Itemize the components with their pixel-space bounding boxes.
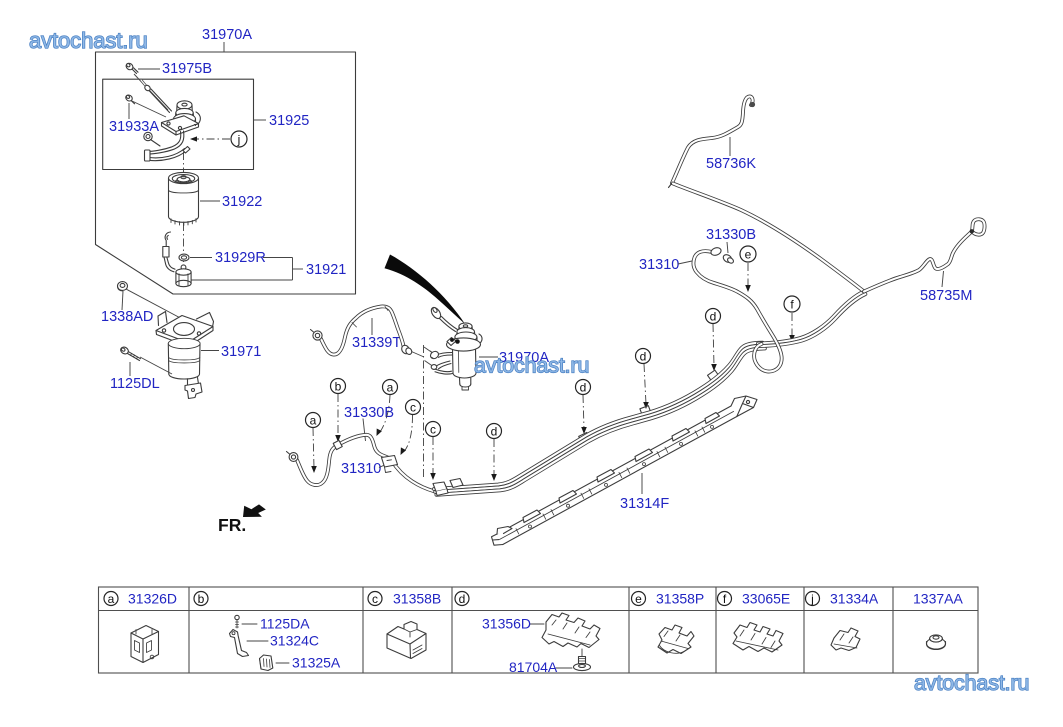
svg-text:d: d — [491, 425, 498, 439]
svg-text:31314F: 31314F — [620, 496, 669, 512]
svg-text:1125DA: 1125DA — [260, 616, 310, 632]
svg-text:31330B: 31330B — [706, 227, 756, 243]
svg-text:81704A: 81704A — [509, 659, 558, 675]
svg-text:31970A: 31970A — [202, 27, 252, 43]
svg-text:31971: 31971 — [221, 344, 261, 360]
svg-text:31310: 31310 — [639, 257, 679, 273]
svg-text:31975B: 31975B — [162, 61, 212, 77]
svg-text:FR.: FR. — [218, 515, 246, 535]
svg-text:31925: 31925 — [269, 113, 309, 129]
svg-text:31310: 31310 — [341, 461, 381, 477]
svg-text:1125DL: 1125DL — [110, 376, 160, 392]
svg-text:31933A: 31933A — [109, 119, 159, 135]
svg-text:1338AD: 1338AD — [101, 309, 153, 325]
svg-text:a: a — [310, 414, 317, 428]
svg-text:avtochast.ru: avtochast.ru — [474, 354, 589, 378]
svg-text:b: b — [198, 592, 205, 606]
svg-text:31921: 31921 — [306, 262, 346, 278]
svg-text:31356D: 31356D — [482, 616, 531, 632]
svg-text:avtochast.ru: avtochast.ru — [914, 671, 1029, 695]
svg-text:b: b — [335, 380, 342, 394]
svg-text:j: j — [237, 133, 241, 147]
svg-text:31922: 31922 — [222, 194, 262, 210]
svg-text:31334A: 31334A — [830, 591, 879, 607]
svg-text:c: c — [430, 423, 436, 437]
svg-text:e: e — [745, 248, 752, 262]
svg-text:31358P: 31358P — [656, 591, 704, 607]
svg-text:d: d — [580, 381, 587, 395]
svg-text:31929R: 31929R — [215, 250, 266, 266]
svg-text:a: a — [387, 381, 394, 395]
svg-text:31330B: 31330B — [344, 405, 394, 421]
svg-text:c: c — [372, 592, 378, 606]
svg-text:33065E: 33065E — [742, 591, 790, 607]
svg-text:1337AA: 1337AA — [913, 591, 963, 607]
svg-text:e: e — [635, 592, 642, 606]
svg-text:31339T: 31339T — [352, 335, 401, 351]
svg-text:31324C: 31324C — [270, 633, 319, 649]
svg-text:31325A: 31325A — [292, 655, 341, 671]
svg-text:58735M: 58735M — [920, 288, 972, 304]
svg-text:a: a — [108, 592, 115, 606]
svg-text:31358B: 31358B — [393, 591, 441, 607]
svg-text:d: d — [710, 310, 717, 324]
svg-text:31326D: 31326D — [128, 591, 177, 607]
svg-text:f: f — [723, 592, 727, 606]
svg-text:f: f — [790, 298, 794, 312]
svg-text:58736K: 58736K — [706, 156, 756, 172]
svg-text:d: d — [640, 350, 647, 364]
svg-text:j: j — [810, 592, 814, 606]
svg-text:d: d — [459, 592, 466, 606]
svg-text:avtochast.ru: avtochast.ru — [29, 28, 148, 53]
svg-text:31970A: 31970A — [499, 350, 549, 366]
svg-text:c: c — [410, 401, 416, 415]
